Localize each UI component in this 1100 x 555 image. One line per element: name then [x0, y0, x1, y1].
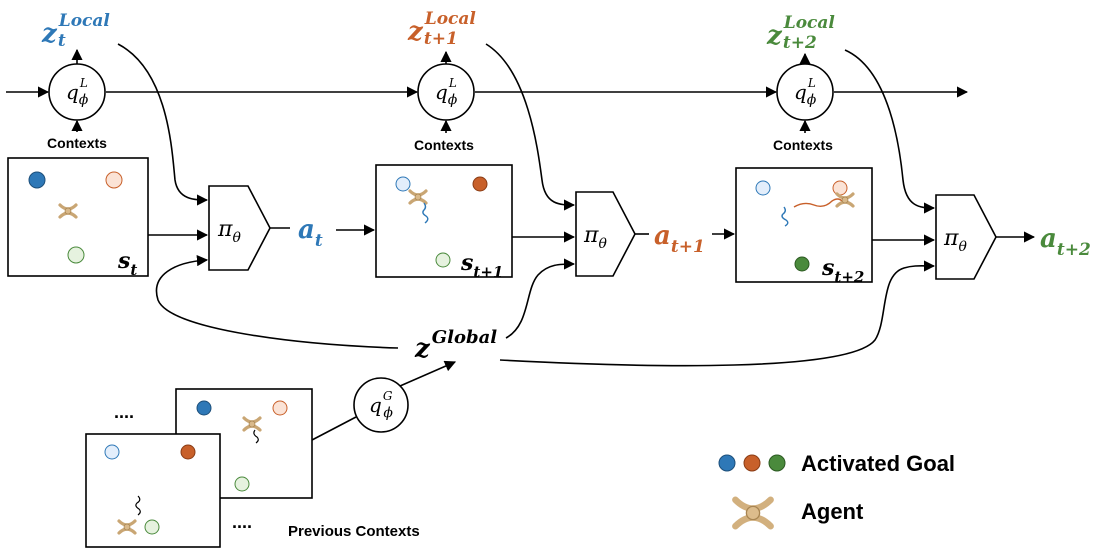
goal-dot-blue: [28, 171, 46, 189]
previous-to-global-encoder: [311, 416, 357, 441]
goal-dot-green: [794, 256, 810, 272]
goal-dot-green-inactive: [67, 246, 85, 264]
svg-text:qLϕ: qLϕ: [794, 76, 817, 108]
state-label-t1: st+1: [460, 250, 503, 281]
agent-trail-orange: [793, 198, 843, 208]
goal-dot-orange-inactive: [832, 180, 848, 196]
agent-trail: [135, 495, 141, 516]
legend-agent-label: Agent: [801, 499, 864, 524]
svg-text:πθ: πθ: [217, 217, 241, 246]
action-label-t1: at+1: [654, 221, 705, 257]
global-to-policy-3: [499, 260, 936, 367]
action-label-t: at: [298, 215, 323, 251]
svg-text:πθ: πθ: [583, 223, 607, 252]
agent-trail: [253, 429, 259, 444]
legend-agent-icon: [732, 496, 774, 530]
global-encoder-to-latent: [399, 360, 457, 387]
state-box-t2: st+2: [735, 167, 873, 286]
goal-dot-green-inactive: [144, 519, 160, 535]
contexts-label-1: Contexts: [47, 135, 107, 151]
legend-goal-label: Activated Goal: [801, 451, 955, 476]
goal-dot-orange-inactive: [272, 400, 288, 416]
policy-block-1: πθ: [208, 185, 271, 271]
goal-dot-green-inactive: [435, 252, 451, 268]
legend-dot-orange: [743, 454, 761, 472]
state-box-t: st: [7, 157, 149, 279]
goal-dot-blue: [196, 400, 212, 416]
previous-dots-top: ....: [114, 402, 134, 422]
goal-dot-orange: [180, 444, 196, 460]
policy-block-3: πθ: [935, 194, 997, 280]
previous-contexts-label: Previous Contexts: [288, 523, 420, 540]
previous-context-front: [85, 433, 221, 548]
state-box-t1: st+1: [375, 164, 513, 281]
svg-text:qGϕ: qGϕ: [369, 389, 393, 421]
global-to-policy-2: [505, 258, 576, 339]
agent-trail-blue: [781, 206, 789, 227]
goal-dot-green-inactive: [234, 476, 250, 492]
latent-to-policy-3: [844, 49, 936, 214]
agent-trail: [422, 202, 429, 224]
state-label-t: st: [117, 248, 137, 279]
goal-dot-orange-inactive: [105, 171, 123, 189]
global-to-policy-1: [155, 255, 399, 349]
goal-dot-blue-inactive: [104, 444, 120, 460]
svg-text:qLϕ: qLϕ: [435, 76, 458, 108]
contexts-label-3: Contexts: [773, 137, 833, 153]
goal-dot-blue-inactive: [395, 176, 411, 192]
state-label-t2: st+2: [821, 255, 864, 286]
legend-dot-blue: [718, 454, 736, 472]
goal-dot-orange: [472, 176, 488, 192]
latent-to-policy-2: [485, 43, 576, 211]
policy-block-2: πθ: [575, 191, 636, 277]
latent-to-policy-1: [117, 43, 209, 206]
action-label-t2: at+2: [1040, 224, 1091, 260]
legend-dot-green: [768, 454, 786, 472]
legend: Activated Goal Agent: [718, 451, 955, 530]
svg-text:qLϕ: qLϕ: [66, 76, 89, 108]
svg-text:πθ: πθ: [943, 226, 967, 255]
goal-dot-blue-inactive: [755, 180, 771, 196]
contexts-label-2: Contexts: [414, 137, 474, 153]
previous-dots-bottom: ....: [232, 512, 252, 532]
